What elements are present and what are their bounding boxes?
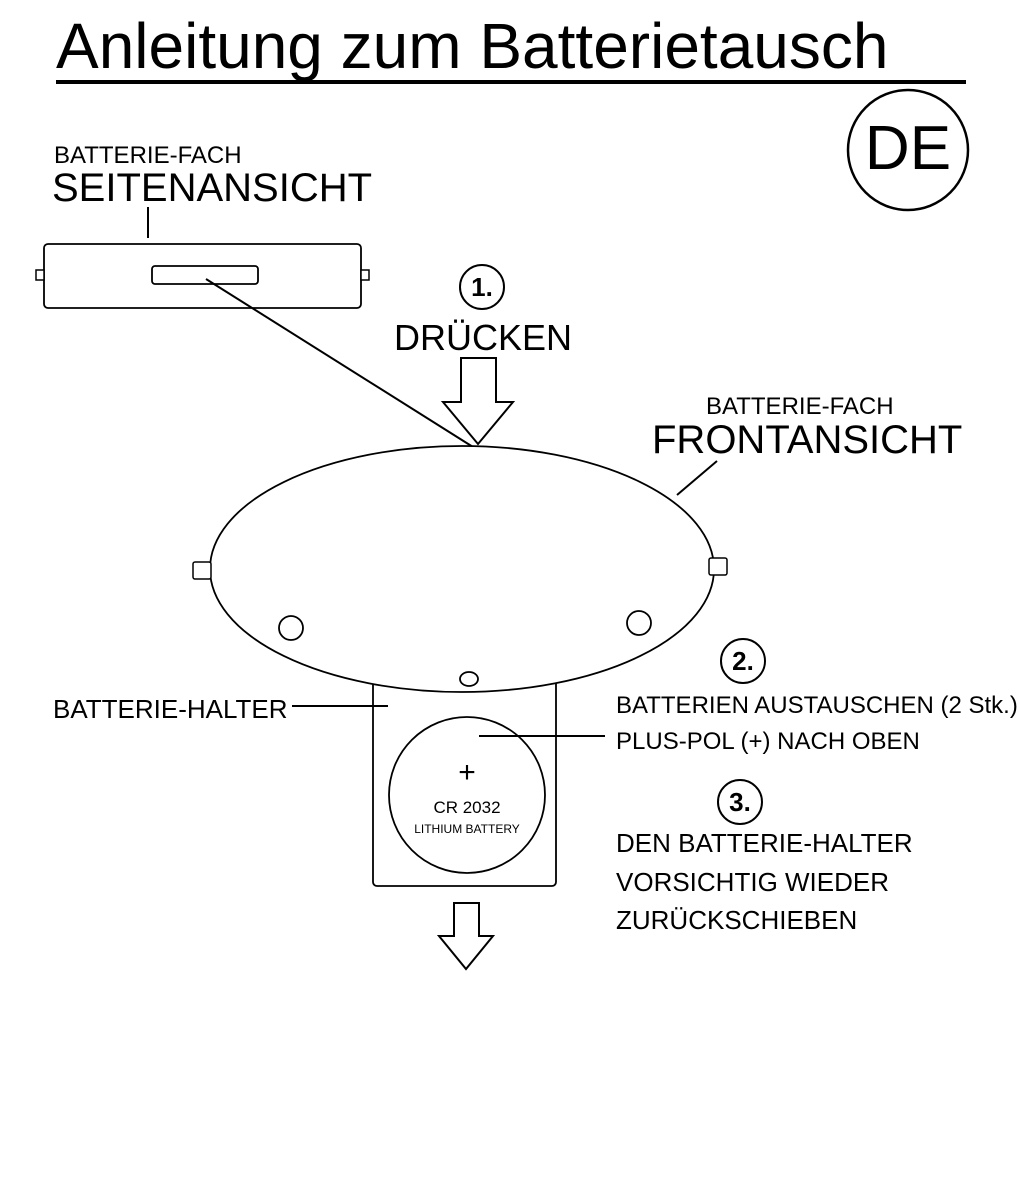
side-view-slot <box>151 265 259 285</box>
step-2-line-2: PLUS-POL (+) NACH OBEN <box>616 728 920 755</box>
side-view-tab-left <box>35 269 45 281</box>
step-3-line-2: VORSICHTIG WIEDER <box>616 867 890 897</box>
battery-coin <box>388 716 546 874</box>
front-view-tab-right <box>708 557 728 576</box>
language-badge: DE <box>864 114 952 183</box>
side-view-tab-right <box>360 269 370 281</box>
step-3-line-3: ZURÜCKSCHIEBEN <box>616 905 858 935</box>
front-view-leader <box>676 460 718 496</box>
battery-plus-symbol: + <box>458 756 476 789</box>
step-2-number: 2. <box>732 646 754 676</box>
front-view-hole-bottom <box>459 671 479 687</box>
page-title: Anleitung zum Batterietausch <box>56 10 889 82</box>
battery-type: LITHIUM BATTERY <box>414 822 520 836</box>
slot-to-front-leader <box>205 278 474 448</box>
step-1-circle <box>459 264 505 310</box>
step-3-number: 3. <box>729 787 751 817</box>
step-1-text: DRÜCKEN <box>394 317 573 358</box>
step-2-circle <box>720 638 766 684</box>
battery-model: CR 2032 <box>433 798 501 817</box>
holder-label: BATTERIE-HALTER <box>53 694 288 724</box>
front-view-body <box>209 445 715 693</box>
title-underline <box>56 80 966 84</box>
step-3-circle <box>717 779 763 825</box>
side-view-caption-small: BATTERIE-FACH <box>54 142 242 169</box>
front-view-tab-left <box>192 561 212 580</box>
front-view-hole-left <box>278 615 304 641</box>
front-view-caption-small: BATTERIE-FACH <box>706 393 894 420</box>
pull-arrow-icon <box>436 902 496 971</box>
front-view-hole-right <box>626 610 652 636</box>
language-badge-circle <box>846 88 970 212</box>
step-3-line-1: DEN BATTERIE-HALTER <box>616 828 913 858</box>
step-1-number: 1. <box>471 272 493 302</box>
press-arrow-icon <box>440 357 516 446</box>
front-view-caption-large: FRONTANSICHT <box>652 418 963 462</box>
step-2-line-1: BATTERIEN AUSTAUSCHEN (2 Stk.) <box>616 692 1018 719</box>
side-view-caption-large: SEITENANSICHT <box>52 166 373 210</box>
